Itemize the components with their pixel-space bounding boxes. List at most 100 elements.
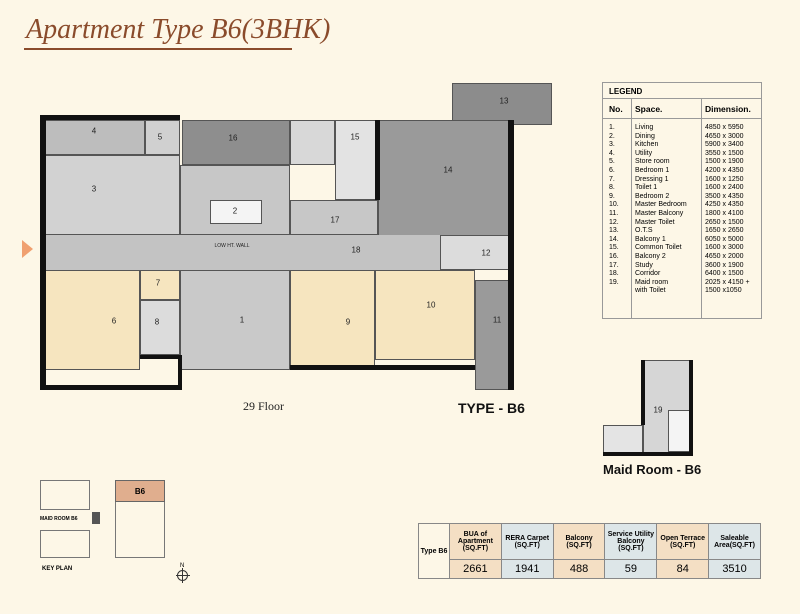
- legend-no: 7.: [609, 175, 615, 183]
- legend-no: 17.: [609, 261, 619, 269]
- area-value: 84: [676, 563, 689, 575]
- area-header: Saleable Area(SQ.FT): [709, 524, 760, 560]
- room-shaft: [290, 120, 335, 165]
- legend-dimension: 1650 x 2650: [705, 227, 744, 235]
- room-number-5: 5: [157, 132, 163, 142]
- room-number-12: 12: [481, 248, 491, 258]
- room-number-8: 8: [154, 317, 160, 327]
- room-ots: [452, 83, 552, 125]
- north-label: N: [180, 563, 185, 569]
- legend-space: Kitchen: [635, 141, 659, 149]
- legend-dimension: 3550 x 1500: [705, 149, 744, 157]
- room-number-19: 19: [653, 405, 663, 415]
- legend-no: 6.: [609, 166, 615, 174]
- legend-space: Corridor: [635, 270, 661, 278]
- maid-bed: [668, 410, 690, 452]
- wall: [290, 365, 475, 370]
- room-number-1: 1: [239, 315, 245, 325]
- legend-space: Master Toilet: [635, 218, 675, 226]
- legend-space: Store room: [635, 158, 670, 166]
- legend-no: 13.: [609, 227, 619, 235]
- legend-space: Study: [635, 261, 653, 269]
- legend-no: 9.: [609, 192, 615, 200]
- area-column: BUA of Apartment (SQ.FT)2661: [449, 524, 501, 578]
- area-header: BUA of Apartment (SQ.FT): [450, 524, 501, 560]
- area-header: Service Utility Balcony (SQ.FT): [605, 524, 657, 560]
- legend-space: Bedroom 2: [635, 192, 670, 200]
- room-number-7: 7: [155, 278, 161, 288]
- room-number-18: 18: [351, 245, 361, 255]
- area-header: Open Terrace (SQ.FT): [657, 524, 709, 560]
- room-number-10: 10: [426, 300, 436, 310]
- legend-no: 10.: [609, 201, 619, 209]
- room-living: [180, 270, 290, 370]
- legend-space: with Toilet: [635, 287, 666, 295]
- area-header: Balcony (SQ.FT): [553, 524, 605, 560]
- legend-dimension: 4650 x 3000: [705, 132, 744, 140]
- area-column: RERA Carpet (SQ.FT)1941: [500, 524, 553, 578]
- legend-row: 18. Corridor 6400 x 1500: [603, 270, 761, 279]
- legend-no: 2.: [609, 132, 615, 140]
- wall: [40, 385, 180, 390]
- legend-dimension: 1600 x 2400: [705, 184, 744, 192]
- legend-dimension: 2650 x 1500: [705, 218, 744, 226]
- legend-no: 12.: [609, 218, 619, 226]
- room-number-6: 6: [111, 316, 117, 326]
- legend-space: Balcony 1: [635, 235, 666, 243]
- legend-no: 18.: [609, 270, 619, 278]
- legend-title: LEGEND: [603, 83, 761, 99]
- room-balcony-2: [182, 120, 290, 165]
- maid-room-title: Maid Room - B6: [603, 462, 702, 477]
- legend-no: 14.: [609, 235, 619, 243]
- legend-no: 16.: [609, 252, 619, 260]
- legend-row: 12. Master Toilet 2650 x 1500: [603, 219, 761, 228]
- legend-dimension: 4650 x 2000: [705, 252, 744, 260]
- legend-dimension: 6400 x 1500: [705, 270, 744, 278]
- room-corridor: [45, 235, 440, 270]
- legend-space: Bedroom 1: [635, 166, 670, 174]
- low-wall-label: LOW HT. WALL: [214, 243, 250, 249]
- key-plan-title: KEY PLAN: [42, 566, 73, 572]
- room-master-toilet: [440, 235, 513, 270]
- room-study: [290, 200, 378, 235]
- room-store: [145, 120, 180, 155]
- legend-no: 11.: [609, 209, 619, 217]
- maid-room-plan: 19: [603, 360, 693, 456]
- legend-dimension: 1500 x 1900: [705, 158, 744, 166]
- room-number-3: 3: [91, 184, 97, 194]
- area-column: Open Terrace (SQ.FT) 84: [656, 524, 709, 578]
- legend-no: 8.: [609, 184, 615, 192]
- room-master-balcony: [475, 280, 513, 390]
- legend-header-no: No.: [609, 103, 623, 114]
- wall: [40, 115, 46, 390]
- room-utility: [45, 120, 145, 155]
- area-header: RERA Carpet (SQ.FT): [501, 524, 553, 560]
- legend-dimension: 1600 x 1250: [705, 175, 744, 183]
- room-kitchen: [45, 155, 180, 235]
- legend-header-dimension: Dimension.: [705, 103, 751, 114]
- type-label: TYPE - B6: [458, 400, 525, 416]
- legend-dimension: 1600 x 3000: [705, 244, 744, 252]
- area-column: Service Utility Balcony (SQ.FT)59: [604, 524, 657, 578]
- room-number-11: 11: [492, 315, 502, 325]
- legend-header-space: Space.: [635, 103, 663, 114]
- wall: [508, 120, 514, 390]
- room-number-17: 17: [330, 215, 340, 225]
- wall: [375, 120, 380, 200]
- key-plan: B6 MAID ROOM B6: [40, 478, 170, 558]
- legend-no: 19.: [609, 278, 619, 286]
- legend-space: Master Bedroom: [635, 201, 687, 209]
- legend-dimension: 1500 x1050: [705, 287, 742, 295]
- key-plan-maid-label: MAID ROOM B6: [40, 516, 78, 522]
- legend-no: 3.: [609, 141, 615, 149]
